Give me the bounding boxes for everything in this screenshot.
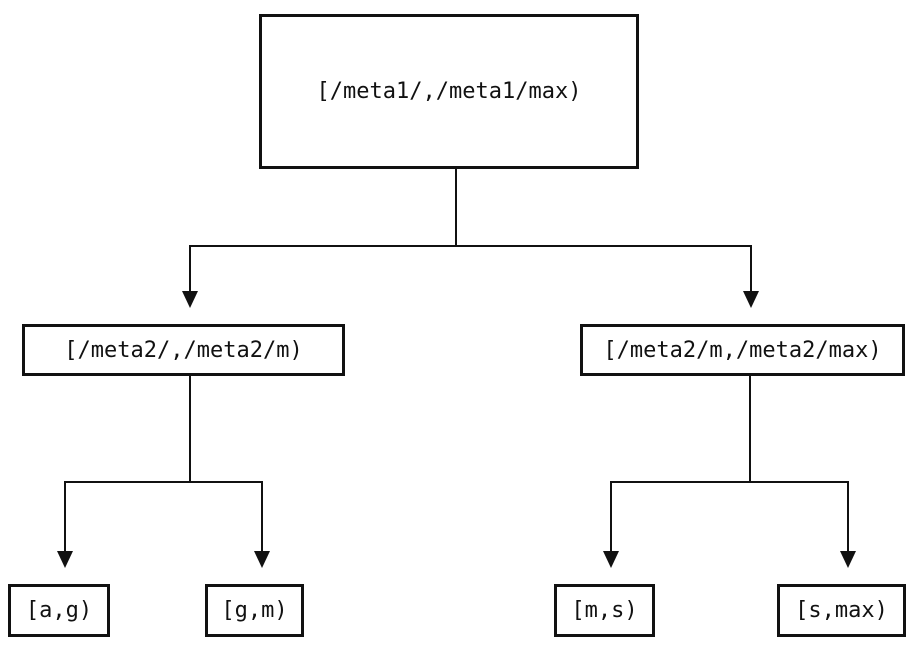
node-left-child-label: [/meta2/,/meta2/m) (64, 337, 303, 363)
node-right-child-label: [/meta2/m,/meta2/max) (603, 337, 882, 363)
edge-right-to-smax-drop (847, 481, 849, 551)
node-leaf-m-s-label: [m,s) (571, 598, 638, 623)
edge-right-child-stem (749, 376, 751, 482)
edge-left-child-stem (189, 376, 191, 482)
edge-right-to-ms-drop (610, 481, 612, 551)
node-leaf-g-m-label: [g,m) (221, 598, 288, 623)
node-root-label: [/meta1/,/meta1/max) (316, 79, 582, 104)
node-leaf-g-m: [g,m) (205, 584, 304, 637)
edge-root-to-right-drop (750, 245, 752, 293)
edge-left-to-gm-drop (261, 481, 263, 551)
node-root: [/meta1/,/meta1/max) (259, 14, 639, 169)
node-leaf-a-g: [a,g) (8, 584, 110, 637)
node-leaf-a-g-label: [a,g) (25, 598, 93, 623)
node-leaf-s-max: [s,max) (777, 584, 906, 637)
edge-right-child-split (610, 481, 849, 483)
node-leaf-m-s: [m,s) (554, 584, 655, 637)
edge-root-to-left-drop (189, 245, 191, 293)
edge-root-split (189, 245, 752, 247)
node-left-child: [/meta2/,/meta2/m) (22, 324, 345, 376)
arrow-down-icon (254, 551, 270, 568)
arrow-down-icon (840, 551, 856, 568)
edge-root-stem (455, 168, 457, 247)
arrow-down-icon (182, 291, 198, 308)
node-leaf-s-max-label: [s,max) (795, 598, 888, 623)
node-right-child: [/meta2/m,/meta2/max) (580, 324, 905, 376)
arrow-down-icon (603, 551, 619, 568)
edge-left-child-split (64, 481, 263, 483)
edge-left-to-ag-drop (64, 481, 66, 551)
arrow-down-icon (743, 291, 759, 308)
arrow-down-icon (57, 551, 73, 568)
